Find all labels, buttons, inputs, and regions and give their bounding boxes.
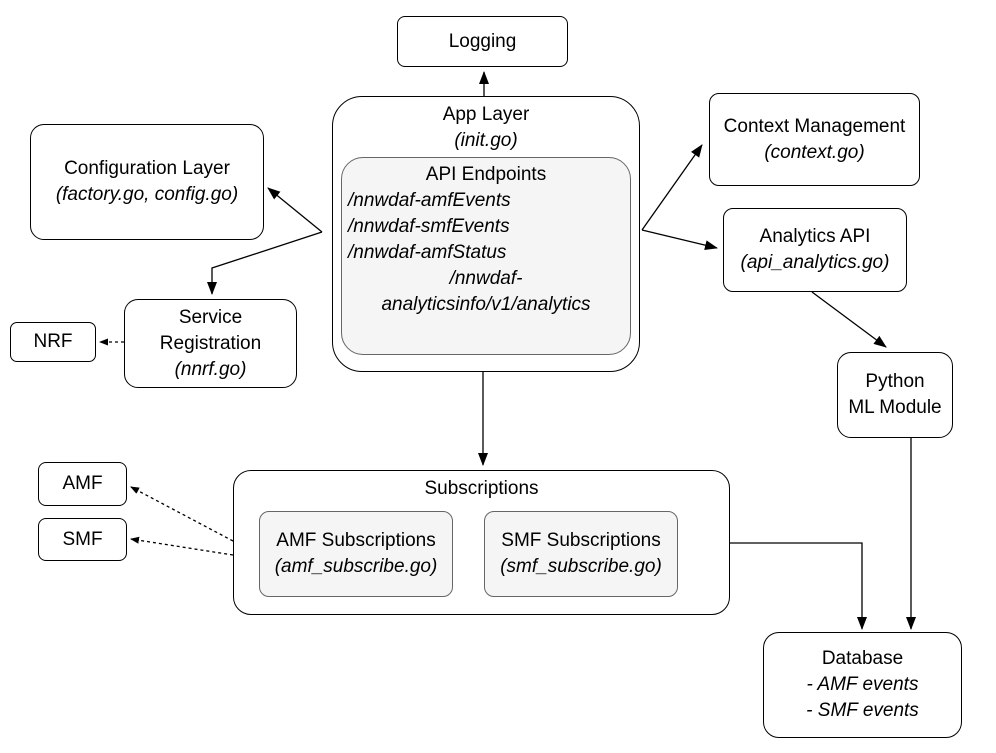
- subscriptions-title: Subscriptions: [424, 478, 539, 499]
- service-registration-node: Service Registration (nnrf.go): [124, 299, 297, 388]
- api-endpoint-smf-events: /nnwdaf-smfEvents: [348, 216, 510, 237]
- context-management-node: Context Management (context.go): [709, 93, 920, 186]
- configuration-layer-subtitle: (factory.go, config.go): [55, 184, 239, 205]
- edge-applayer-to-analyticsapi: [641, 229, 718, 251]
- amf-subscriptions-subtitle: (amf_subscribe.go): [274, 556, 438, 577]
- service-registration-title: Service Registration: [159, 306, 262, 354]
- api-endpoint-analyticsinfo-line1: /nnwdaf-: [449, 268, 523, 289]
- analytics-api-subtitle: (api_analytics.go): [740, 252, 890, 273]
- python-ml-label-line1: Python: [865, 371, 925, 392]
- nrf-node: NRF: [10, 322, 96, 362]
- smf-subscriptions-node: SMF Subscriptions (smf_subscribe.go): [484, 511, 678, 597]
- edge-applayer-to-serviceregistration: [207, 231, 323, 295]
- smf-subscriptions-subtitle: (smf_subscribe.go): [500, 556, 662, 577]
- service-registration-subtitle: (nnrf.go): [174, 358, 247, 380]
- amf-node: AMF: [38, 462, 127, 506]
- api-endpoint-amf-status: /nnwdaf-amfStatus: [348, 242, 507, 263]
- amf-subscriptions-title: AMF Subscriptions: [276, 530, 436, 551]
- context-management-title: Context Management: [723, 115, 906, 137]
- app-layer-node: App Layer (init.go) API Endpoints /nnwda…: [332, 96, 640, 372]
- database-item-amf-events: - AMF events: [806, 674, 919, 695]
- context-management-subtitle: (context.go): [764, 141, 865, 163]
- smf-subscriptions-title: SMF Subscriptions: [501, 530, 661, 551]
- nrf-label: NRF: [33, 331, 73, 352]
- app-layer-subtitle: (init.go): [454, 130, 518, 151]
- analytics-api-node: Analytics API (api_analytics.go): [723, 208, 907, 292]
- edge-analyticsapi-to-pythonml: [811, 291, 887, 348]
- configuration-layer-title: Configuration Layer: [64, 158, 230, 179]
- edge-subscriptions-to-amf: [130, 486, 234, 542]
- api-endpoints-node: API Endpoints /nnwdaf-amfEvents /nnwdaf-…: [341, 157, 631, 355]
- analytics-api-title: Analytics API: [759, 226, 871, 247]
- amf-label: AMF: [62, 473, 103, 494]
- amf-subscriptions-node: AMF Subscriptions (amf_subscribe.go): [259, 511, 453, 597]
- database-item-smf-events: - SMF events: [806, 700, 919, 721]
- smf-node: SMF: [38, 518, 127, 561]
- edge-subscriptions-to-smf: [130, 536, 234, 556]
- logging-label: Logging: [448, 30, 517, 52]
- database-node: Database - AMF events - SMF events: [763, 632, 962, 738]
- smf-label: SMF: [62, 528, 103, 550]
- python-ml-module-node: Python ML Module: [837, 352, 953, 438]
- edge-applayer-to-contextmanagement: [641, 144, 703, 231]
- api-endpoints-title: API Endpoints: [425, 164, 547, 185]
- database-title: Database: [821, 648, 904, 669]
- edge-applayer-to-configlayer: [267, 187, 323, 233]
- subscriptions-node: Subscriptions AMF Subscriptions (amf_sub…: [233, 470, 730, 615]
- logging-node: Logging: [397, 16, 568, 67]
- python-ml-label-line2: ML Module: [848, 397, 942, 418]
- edge-subscriptions-to-database: [730, 542, 867, 630]
- configuration-layer-node: Configuration Layer (factory.go, config.…: [30, 124, 264, 240]
- api-endpoint-amf-events: /nnwdaf-amfEvents: [348, 190, 511, 211]
- app-layer-title: App Layer: [442, 104, 530, 125]
- api-endpoint-analyticsinfo-line2: analyticsinfo/v1/analytics: [381, 294, 591, 315]
